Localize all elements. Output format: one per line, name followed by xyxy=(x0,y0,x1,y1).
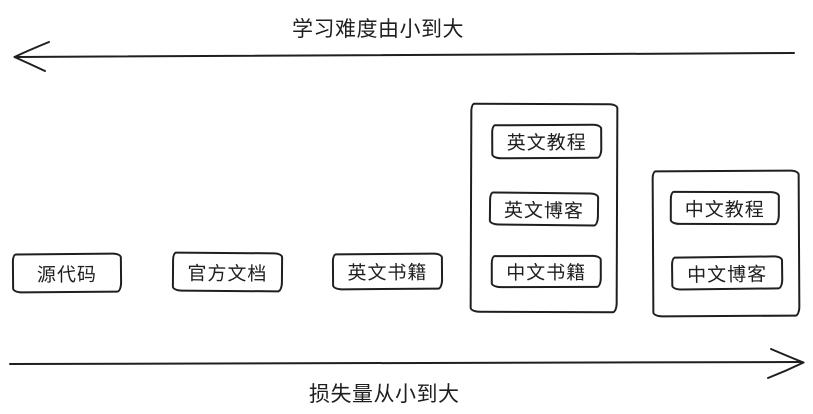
box-official-docs: 官方文档 xyxy=(171,251,284,293)
top-axis-label: 学习难度由小到大 xyxy=(292,18,464,41)
box-english-blogs: 英文博客 xyxy=(488,191,600,227)
group-box-chinese-tutorials-blogs: 中文教程 中文博客 xyxy=(651,169,801,318)
box-english-tutorials: 英文教程 xyxy=(491,123,603,160)
bottom-axis-label: 损失量从小到大 xyxy=(309,383,460,406)
box-chinese-tutorials: 中文教程 xyxy=(669,190,780,226)
group-box-english-and-chinese-books: 英文教程 英文博客 中文书籍 xyxy=(469,102,619,314)
box-chinese-blogs: 中文博客 xyxy=(670,255,784,291)
loss-arrow-right-icon xyxy=(9,348,805,379)
box-english-books: 英文书籍 xyxy=(331,252,444,291)
difficulty-arrow-left-icon xyxy=(13,41,795,72)
box-chinese-books: 中文书籍 xyxy=(490,254,602,289)
box-source-code: 源代码 xyxy=(11,252,123,294)
